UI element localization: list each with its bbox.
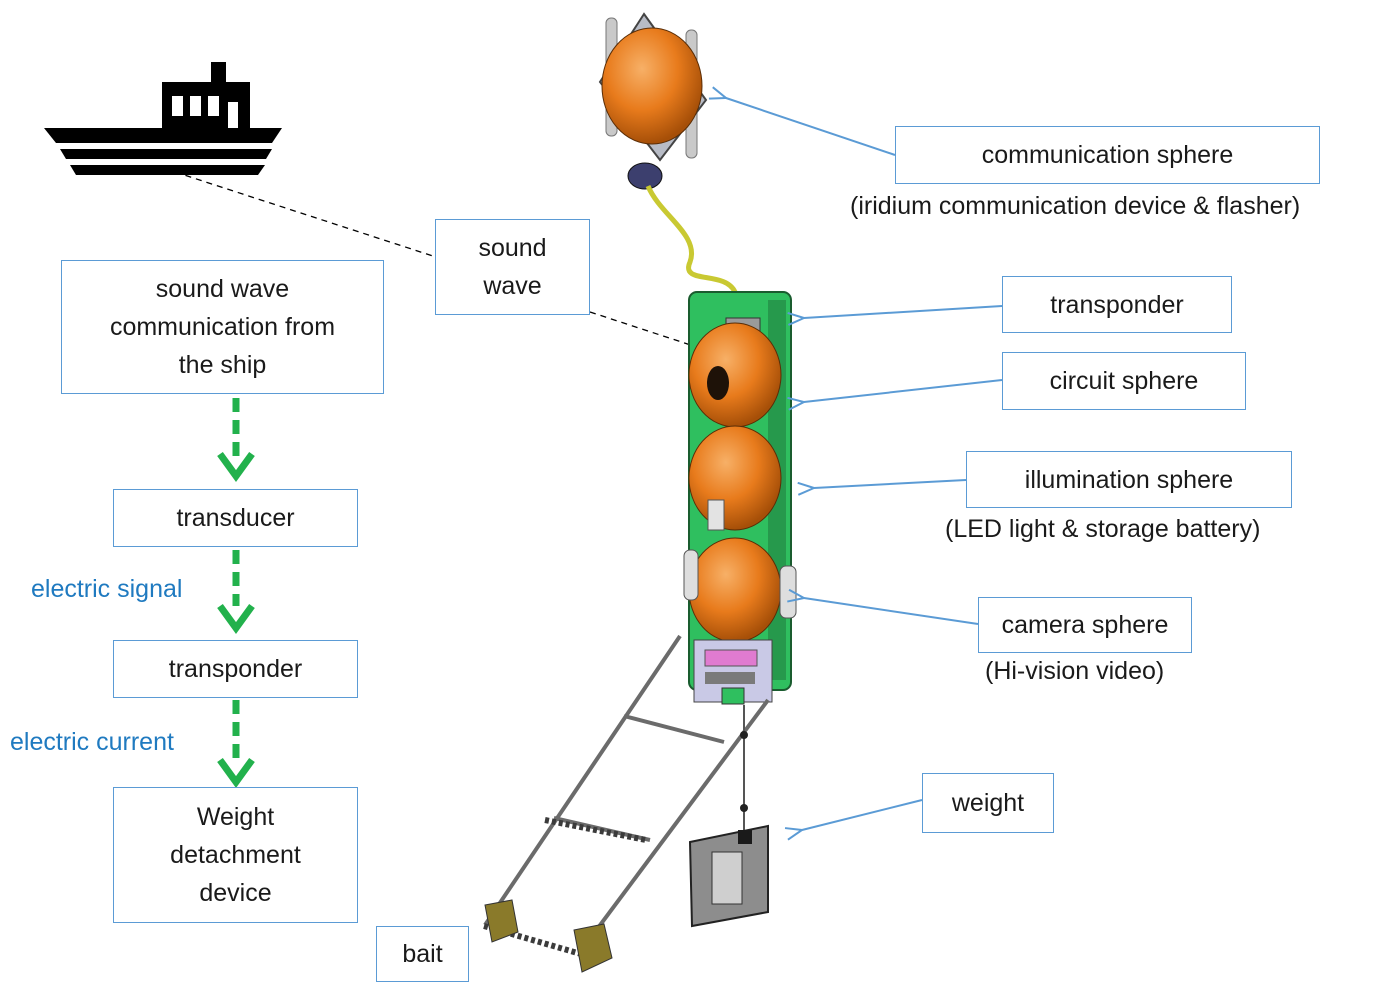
weight-label: weight <box>922 773 1054 833</box>
step3-label: transponder <box>168 655 303 683</box>
bait-label: bait <box>376 926 469 982</box>
electric-current-label: electric current <box>10 728 174 756</box>
step2-label: transducer <box>176 504 295 532</box>
camera-sphere-note: (Hi-vision video) <box>985 657 1165 685</box>
camera-sphere-label: camera sphere <box>978 597 1192 653</box>
flow-arrows <box>217 398 255 788</box>
communication-sphere-label: communication sphere <box>895 126 1320 184</box>
transponder-label: transponder <box>1002 276 1232 333</box>
sound-wave-box: sound wave <box>435 219 590 315</box>
ship-icon <box>44 62 282 175</box>
circuit-sphere-label: circuit sphere <box>1002 352 1246 410</box>
illumination-sphere-label: illumination sphere <box>966 451 1292 508</box>
step1-line2: communication from <box>109 313 336 341</box>
step4-line1: Weight <box>196 803 275 831</box>
callout-arrows <box>726 98 1003 830</box>
sound-wave-line2: wave <box>483 272 542 300</box>
sound-wave-line1: sound <box>478 234 547 262</box>
sound-path <box>174 171 713 353</box>
step4-line2: detachment <box>170 841 301 869</box>
step-transponder: transponder <box>113 640 358 698</box>
step1-line1: sound wave <box>155 275 290 303</box>
illumination-sphere-note: (LED light & storage battery) <box>945 515 1261 543</box>
electric-signal-label: electric signal <box>31 575 183 603</box>
communication-sphere-note: (iridium communication device & flasher) <box>850 192 1301 220</box>
step-sound-wave-communication: sound wave communication from the ship <box>61 260 384 394</box>
lander-illustration <box>483 12 797 973</box>
step1-line3: the ship <box>178 351 267 379</box>
step-transducer: transducer <box>113 489 358 547</box>
step-weight-detachment-device: Weight detachment device <box>113 787 358 923</box>
step4-line3: device <box>199 879 272 907</box>
